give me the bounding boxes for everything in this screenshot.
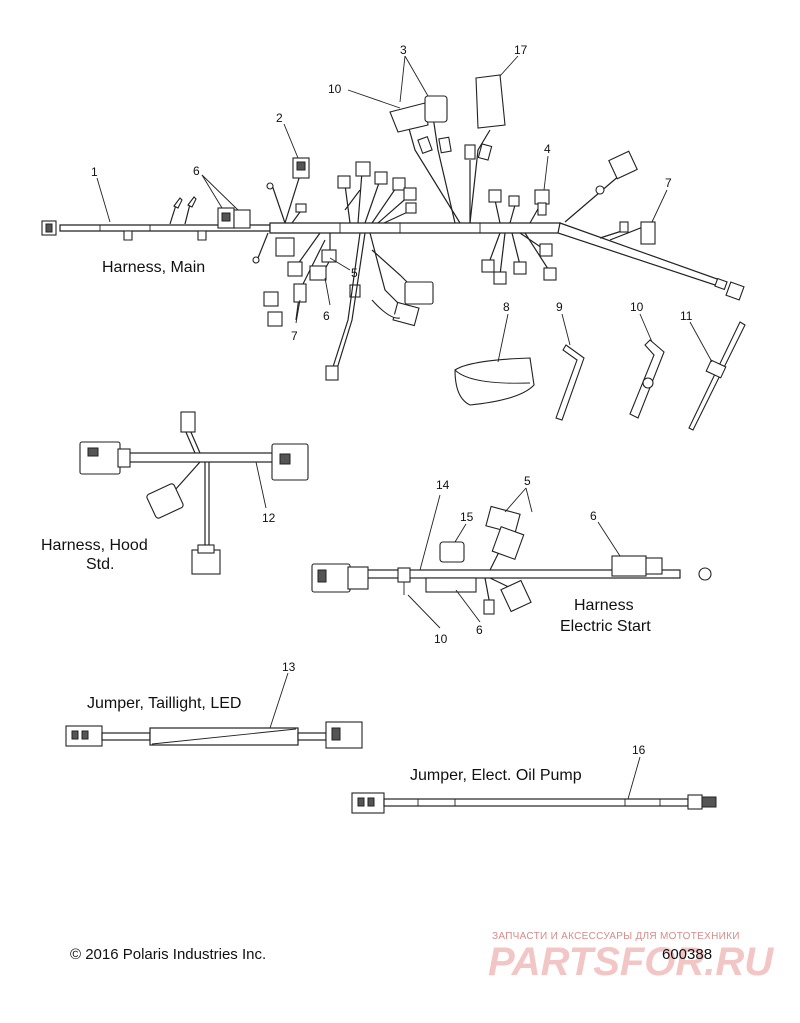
electric-start-caption-line2: Electric Start bbox=[560, 618, 651, 635]
callout-6-es-upper: 6 bbox=[590, 509, 597, 523]
taillight-jumper: 13 Jumper, Taillight, LED bbox=[65, 660, 363, 749]
oil-pump-jumper-caption: Jumper, Elect. Oil Pump bbox=[410, 767, 582, 784]
hood-harness-caption-line1: Harness, Hood bbox=[41, 537, 148, 554]
callout-7-right: 7 bbox=[665, 176, 672, 190]
callout-12: 12 bbox=[262, 511, 276, 525]
electric-start-harness: 14 15 5 6 10 6 Harness Electric Start bbox=[311, 474, 712, 646]
callout-5: 5 bbox=[351, 266, 358, 280]
callout-4: 4 bbox=[544, 142, 551, 156]
watermark-logo: PARTSFOR.RU bbox=[488, 940, 774, 984]
callout-9: 9 bbox=[556, 300, 563, 314]
main-harness bbox=[41, 74, 745, 381]
taillight-jumper-caption: Jumper, Taillight, LED bbox=[87, 695, 241, 712]
callout-11: 11 bbox=[680, 309, 693, 323]
callout-10-loose: 10 bbox=[630, 300, 644, 314]
callout-10: 10 bbox=[328, 82, 342, 96]
callout-15: 15 bbox=[460, 510, 474, 524]
loose-parts: 8 9 10 11 bbox=[454, 300, 746, 431]
oil-pump-jumper: 16 Jumper, Elect. Oil Pump bbox=[351, 743, 717, 814]
callout-3: 3 bbox=[400, 43, 407, 57]
callout-2: 2 bbox=[276, 111, 283, 125]
callout-5-es: 5 bbox=[524, 474, 531, 488]
callout-13: 13 bbox=[282, 660, 296, 674]
copyright-text: © 2016 Polaris Industries Inc. bbox=[70, 946, 266, 963]
callout-6-upper: 6 bbox=[193, 164, 200, 178]
callout-10-es: 10 bbox=[434, 632, 448, 646]
right-connector-cluster bbox=[481, 189, 557, 285]
drawing-number: 600388 bbox=[662, 946, 712, 963]
callout-8: 8 bbox=[503, 300, 510, 314]
watermark-tagline: ЗАПЧАСТИ И АКСЕССУАРЫ ДЛЯ МОТОТЕХНИКИ bbox=[492, 931, 740, 942]
main-harness-callouts: 1 2 3 10 17 4 6 5 6 7 7 Harness, Main bbox=[91, 43, 672, 343]
hood-harness: 12 Harness, Hood Std. bbox=[41, 411, 309, 575]
callout-17: 17 bbox=[514, 43, 528, 57]
main-harness-caption: Harness, Main bbox=[102, 259, 205, 276]
hood-harness-caption-line2: Std. bbox=[86, 556, 114, 573]
upper-connector-cluster bbox=[337, 161, 417, 224]
footer: © 2016 Polaris Industries Inc. ЗАПЧАСТИ … bbox=[70, 931, 774, 984]
callout-16: 16 bbox=[632, 743, 646, 757]
electric-start-caption-line1: Harness bbox=[574, 597, 634, 614]
callout-14: 14 bbox=[436, 478, 450, 492]
callout-7-left: 7 bbox=[291, 329, 298, 343]
callout-1: 1 bbox=[91, 165, 98, 179]
callout-6-es-lower: 6 bbox=[476, 623, 483, 637]
callout-6-lower: 6 bbox=[323, 309, 330, 323]
